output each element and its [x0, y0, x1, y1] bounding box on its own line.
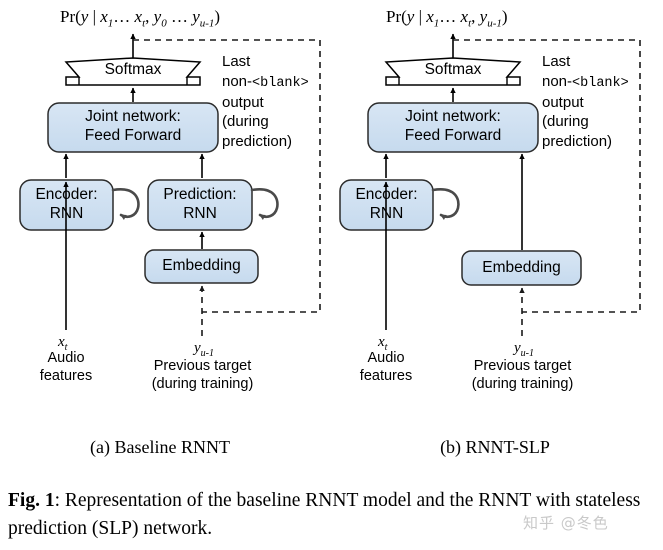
- panel-b-embedding-label: Embedding: [482, 259, 561, 276]
- panel-a-output-formula: Pr(y | x1… xt, y0 … yu-1): [60, 7, 221, 30]
- panel-b-joint-line1: Joint network:: [405, 108, 501, 125]
- panel-b-prev-target-symbol: yu-1: [514, 340, 535, 359]
- panel-b-side-note-line-5: prediction): [542, 133, 613, 151]
- panel-b-audio-symbol: xt: [378, 334, 388, 353]
- panel-a-encoder-recurrent-loop-icon: [111, 188, 140, 220]
- panel-b-side-note-line-4: (during: [542, 113, 589, 131]
- panel-a-side-note-line-1: Last: [222, 53, 251, 70]
- panel-b-softmax-label: Softmax: [424, 61, 482, 78]
- panel-a-joint-line2: Feed Forward: [84, 126, 182, 144]
- panel-a-prev-target-line2: (during training): [151, 375, 254, 392]
- panel-a-side-note-line-4: (during: [222, 113, 269, 131]
- panel-b-joint-line2: Feed Forward: [404, 126, 502, 144]
- panel-a-prediction-line2: RNN: [183, 204, 217, 222]
- panel-b-encoder-label: Encoder:RNN: [340, 186, 433, 224]
- panel-b-subcaption: (b) RNNT-SLP: [440, 437, 550, 457]
- panel-b-softmax-inner: [398, 77, 508, 85]
- panel-a-feedback-dashed-path: [133, 39, 321, 313]
- panel-a-joint-line1: Joint network:: [85, 108, 181, 125]
- panel-a-audio-symbol: xt: [58, 334, 68, 353]
- figure-caption: Fig. 1: Representation of the baseline R…: [8, 487, 658, 542]
- panel-b-graphics: [339, 33, 641, 336]
- panel-a-softmax-label: Softmax: [104, 61, 162, 78]
- panel-b-encoder-line2: RNN: [369, 204, 404, 222]
- panel-a-prediction-box: [147, 179, 253, 231]
- panel-a-side-note-line-2-prefix: non-: [222, 72, 253, 90]
- panel-a-joint-network-box: [47, 102, 219, 153]
- panel-a-side-note-blank-token: <blank>: [252, 75, 309, 91]
- panel-b-side-note: Last non-<blank> output (during prediction): [542, 52, 629, 152]
- panel-b-joint-network-label: Joint network:Feed Forward: [368, 108, 538, 146]
- panel-a-softmax-shape: [64, 57, 202, 86]
- watermark: 知乎 @冬色: [523, 514, 609, 532]
- panel-a-prev-target-symbol: yu-1: [194, 340, 215, 359]
- panel-a-prediction-line1: Prediction:: [163, 186, 237, 203]
- panel-a-prediction-label: Prediction:RNN: [148, 186, 252, 224]
- panel-b-side-note-line-3: output: [542, 93, 584, 111]
- panel-a-embedding-box: [144, 249, 259, 284]
- panel-b-side-note-blank-token: <blank>: [572, 75, 629, 91]
- panel-b-prev-target-line2: (during training): [471, 375, 574, 392]
- panel-a-audio-line1: Audio: [47, 350, 85, 366]
- panel-b-encoder-recurrent-loop-icon: [431, 188, 460, 220]
- panel-a-side-note-line-3: output: [222, 93, 264, 111]
- panel-a-embedding-label: Embedding: [162, 257, 241, 274]
- panel-a-joint-network-label: Joint network:Feed Forward: [48, 108, 218, 146]
- panel-a-encoder-line1: Encoder:: [35, 186, 98, 203]
- panel-a-prediction-recurrent-loop-icon: [250, 188, 279, 220]
- panel-a-encoder-label: Encoder:RNN: [20, 186, 113, 224]
- panel-b-side-note-line-1: Last: [542, 53, 571, 70]
- panel-a-softmax-inner: [78, 77, 188, 85]
- panel-a-prev-target-line1: Previous target: [153, 358, 252, 374]
- panel-b-prev-target-label: Previous target(during training): [445, 358, 600, 393]
- panel-a-prev-target-label: Previous target(during training): [125, 358, 280, 393]
- panel-a-subcaption: (a) Baseline RNNT: [90, 437, 230, 457]
- panel-a-side-note: Last non-<blank> output (during prediction): [222, 52, 309, 152]
- figure-caption-label: Fig. 1: [8, 490, 55, 511]
- panel-a-encoder-line2: RNN: [49, 204, 84, 222]
- panel-b-output-formula: Pr(y | x1… xt, yu-1): [386, 7, 508, 30]
- panel-a-graphics: [19, 33, 321, 336]
- panel-b-prev-target-line1: Previous target: [473, 358, 572, 374]
- panel-a-side-note-line-5: prediction): [222, 133, 293, 151]
- panel-b-embedding-box: [461, 250, 582, 286]
- panel-b-side-note-line-2-prefix: non-: [542, 72, 573, 90]
- panel-b-feedback-dashed-path: [453, 39, 641, 313]
- panel-a-audio-line2: features: [39, 367, 93, 384]
- panel-b-audio-line2: features: [359, 367, 413, 384]
- panel-b-joint-network-box: [367, 102, 539, 153]
- panel-b-audio-line1: Audio: [367, 350, 405, 366]
- panel-b-softmax-shape: [384, 57, 522, 86]
- figure-caption-text: : Representation of the baseline RNNT mo…: [8, 490, 641, 539]
- panel-b-encoder-line1: Encoder:: [355, 186, 418, 203]
